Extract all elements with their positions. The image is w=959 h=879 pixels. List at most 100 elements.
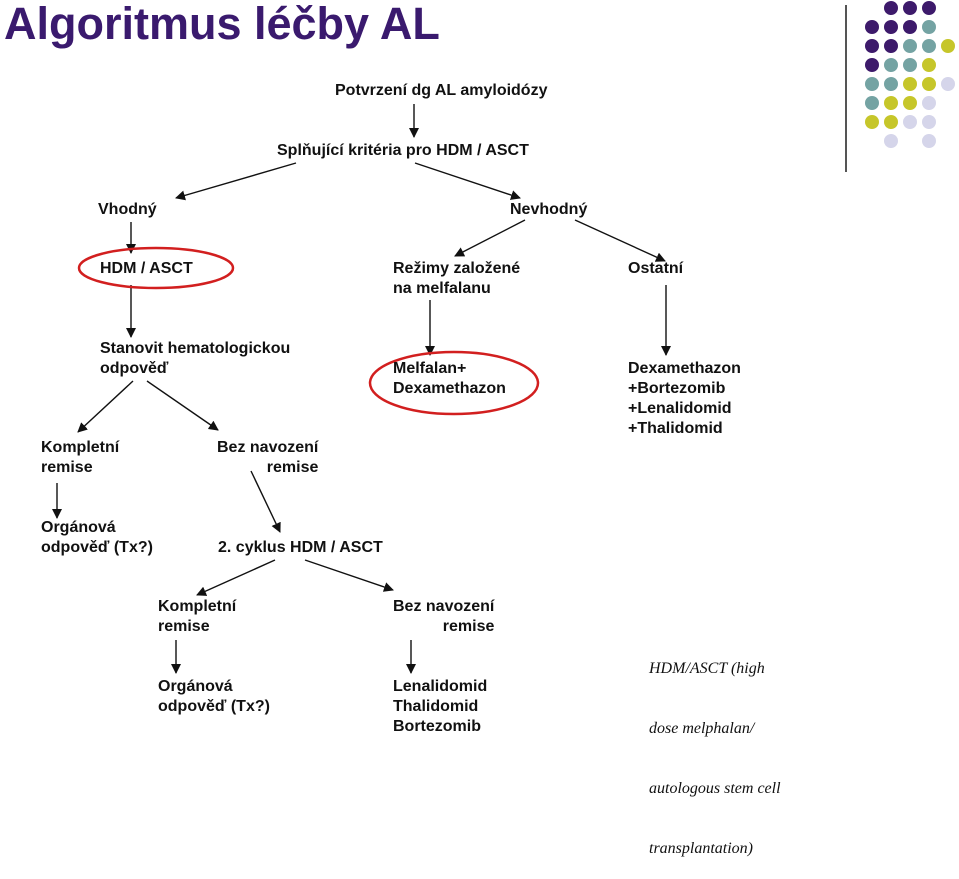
node-line: +Thalidomid <box>628 420 723 437</box>
node-organ-response-2: Orgánová odpověď (Tx?) <box>158 677 270 717</box>
decorative-dot <box>884 134 898 148</box>
node-hdm-criteria: Splňující kritéria pro HDM / ASCT <box>277 141 529 161</box>
node-line: +Bortezomib <box>628 380 726 397</box>
note-line: autologous stem cell <box>649 780 781 797</box>
decorative-dot <box>922 1 936 15</box>
node-no-remission-1: Bez navození remise <box>217 438 318 478</box>
node-line: remise <box>442 618 495 635</box>
arrow-ineligible-to-regimens <box>454 219 526 257</box>
decorative-dot <box>922 115 936 129</box>
flowchart-connectors <box>52 104 671 674</box>
node-complete-remission-2: Kompletní remise <box>158 597 236 637</box>
decorative-dot <box>941 39 955 53</box>
node-melphalan-dexa: Melfalan+ Dexamethazon <box>393 359 506 399</box>
decorative-dot <box>922 96 936 110</box>
node-line: Thalidomid <box>393 698 479 715</box>
decorative-dot <box>903 77 917 91</box>
arrow-nr1-to-cycle2 <box>250 470 281 533</box>
node-line: Lenalidomid <box>393 678 488 695</box>
decorative-dot <box>865 39 879 53</box>
node-no-remission-2: Bez navození remise <box>393 597 494 637</box>
arrow-criteria-to-eligible <box>175 162 297 201</box>
node-line: Dexamethazon <box>393 380 506 397</box>
node-confirm-diagnosis: Potvrzení dg AL amyloidózy <box>335 81 547 101</box>
decorative-dot <box>865 58 879 72</box>
node-organ-response-1: Orgánová odpověď (Tx?) <box>41 518 153 558</box>
node-line: Bez navození <box>217 439 319 456</box>
note-line: dose melphalan/ <box>649 720 755 737</box>
decorative-dot <box>903 1 917 15</box>
node-line: odpověď <box>100 360 169 377</box>
node-line: Dexamethazon <box>628 360 741 377</box>
decorative-dot <box>884 115 898 129</box>
decorative-dot <box>884 77 898 91</box>
decorative-dot <box>903 39 917 53</box>
node-other: Ostatní <box>628 259 683 279</box>
decorative-dot <box>884 39 898 53</box>
note-line: transplantation) <box>649 840 754 857</box>
decorative-dot <box>884 58 898 72</box>
node-line: na melfalanu <box>393 280 491 297</box>
node-line: Stanovit hematologickou <box>100 340 291 357</box>
decorative-dot <box>922 77 936 91</box>
node-line: remise <box>266 459 319 476</box>
node-eligible: Vhodný <box>98 200 157 220</box>
node-dexa-combos: Dexamethazon +Bortezomib +Lenalidomid +T… <box>628 359 741 439</box>
node-line: Orgánová <box>158 678 233 695</box>
node-rescue-therapy: Lenalidomid Thalidomid Bortezomib <box>393 677 487 737</box>
decorative-dot <box>884 96 898 110</box>
node-line: Bez navození <box>393 598 495 615</box>
node-line: +Lenalidomid <box>628 400 732 417</box>
decorative-dot <box>922 20 936 34</box>
node-text: Splňující kritéria pro HDM / ASCT <box>277 142 529 159</box>
node-text: Nevhodný <box>510 201 588 218</box>
node-line: Režimy založené <box>393 260 521 277</box>
node-line: odpověď (Tx?) <box>41 539 153 556</box>
node-text: HDM / ASCT <box>100 260 193 277</box>
divider-line <box>845 5 847 172</box>
abbreviation-note: HDM/ASCT (high dose melphalan/ autologou… <box>649 619 781 879</box>
node-ineligible: Nevhodný <box>510 200 587 220</box>
node-text: Ostatní <box>628 260 684 277</box>
decorative-dot <box>884 1 898 15</box>
decorative-dot <box>865 77 879 91</box>
decorative-dot <box>903 96 917 110</box>
page-title: Algoritmus léčby AL <box>4 0 440 49</box>
decorative-dot <box>903 58 917 72</box>
node-line: Kompletní <box>158 598 237 615</box>
arrow-cycle2-to-cr2 <box>196 559 276 596</box>
node-text: Potvrzení dg AL amyloidózy <box>335 82 548 99</box>
node-line: Kompletní <box>41 439 120 456</box>
node-line: Bortezomib <box>393 718 481 735</box>
decorative-dot <box>903 20 917 34</box>
node-line: remise <box>41 459 93 476</box>
node-line: Melfalan+ <box>393 360 467 377</box>
decorative-dot <box>922 58 936 72</box>
decorative-dot <box>941 77 955 91</box>
decorative-dot <box>903 115 917 129</box>
decorative-dot <box>884 20 898 34</box>
arrow-assess-to-nr1 <box>146 380 219 431</box>
decorative-dot-grid <box>865 1 955 148</box>
node-hdm-asct-1: HDM / ASCT <box>100 259 193 279</box>
decorative-dot <box>922 39 936 53</box>
node-second-cycle: 2. cyklus HDM / ASCT <box>218 538 383 558</box>
arrow-ineligible-to-other <box>574 219 666 262</box>
note-line: HDM/ASCT (high <box>649 660 765 677</box>
arrow-assess-to-cr1 <box>77 380 134 433</box>
highlight-ring-hdm <box>77 246 235 290</box>
arrow-cycle2-to-nr2 <box>304 559 394 592</box>
decorative-dot <box>865 20 879 34</box>
highlight-ring-melfalan <box>368 350 540 416</box>
decorative-dot <box>865 96 879 110</box>
node-melphalan-regimens: Režimy založené na melfalanu <box>393 259 520 299</box>
arrow-criteria-to-ineligible <box>414 162 521 200</box>
decorative-dot <box>865 115 879 129</box>
node-line: Orgánová <box>41 519 116 536</box>
node-complete-remission-1: Kompletní remise <box>41 438 119 478</box>
node-assess-response: Stanovit hematologickou odpověď <box>100 339 290 379</box>
node-line: remise <box>158 618 210 635</box>
node-text: Vhodný <box>98 201 157 218</box>
node-text: 2. cyklus HDM / ASCT <box>218 539 383 556</box>
decorative-dot <box>922 134 936 148</box>
